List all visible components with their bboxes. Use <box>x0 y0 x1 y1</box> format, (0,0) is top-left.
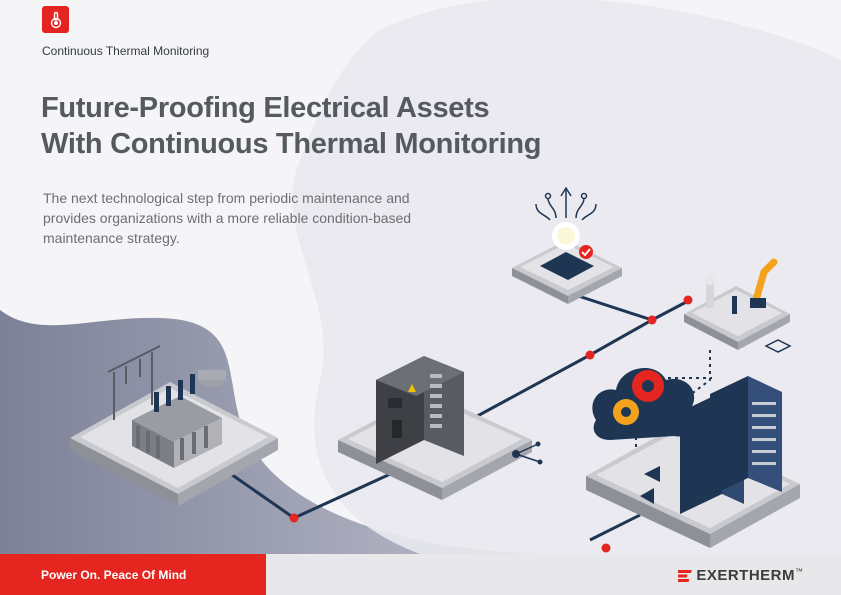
footer-tagline: Power On. Peace Of Mind <box>41 567 187 582</box>
brand-badge <box>42 6 69 33</box>
title-line-1: Future-Proofing Electrical Assets <box>41 92 490 124</box>
share-network-icon <box>512 441 543 465</box>
robotics-platform <box>684 258 792 353</box>
logo-mark-icon <box>678 569 693 582</box>
title-line-2: With Continuous Thermal Monitoring <box>41 128 542 160</box>
logo-text: EXERTHERM <box>696 567 795 584</box>
hero-illustration <box>0 0 841 554</box>
chip-platform <box>512 186 622 304</box>
page-subtitle: The next technological step from periodi… <box>43 190 412 246</box>
cabinet-platform <box>338 356 532 500</box>
page-title: Future-Proofing Electrical Assets With C… <box>41 90 542 162</box>
exertherm-logo[interactable]: EXERTHERM ™ <box>678 567 803 584</box>
logo-trademark: ™ <box>795 567 803 576</box>
footer-logo-bar: EXERTHERM ™ <box>266 554 841 595</box>
server-platform <box>586 367 800 548</box>
connection-nodes <box>289 295 693 553</box>
footer-tagline-bar: Power On. Peace Of Mind <box>0 554 266 595</box>
transformer-platform <box>70 345 278 506</box>
thermometer-icon <box>50 11 61 28</box>
section-label: Continuous Thermal Monitoring <box>42 44 210 58</box>
